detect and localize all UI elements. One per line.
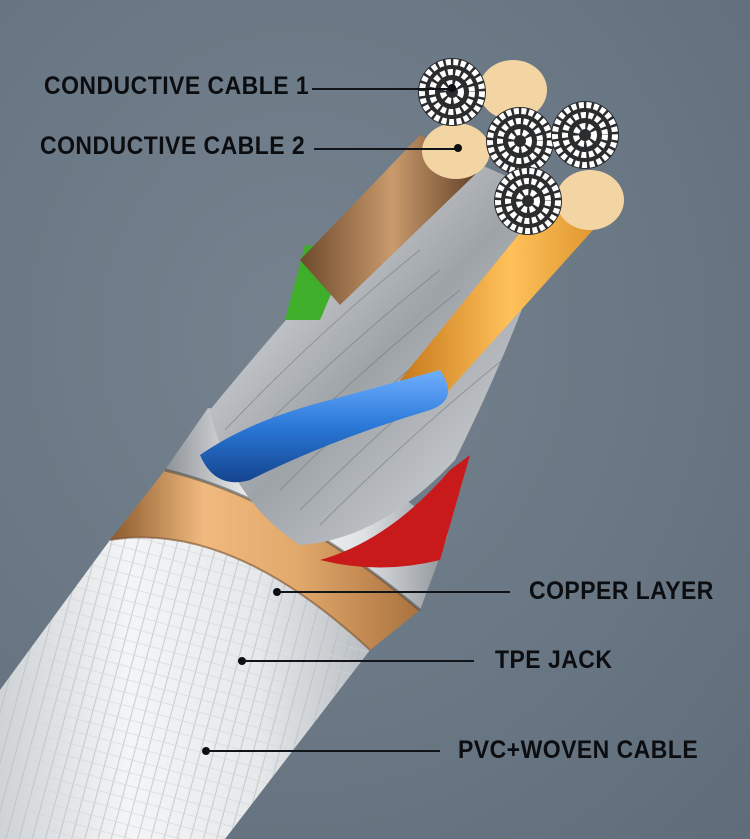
leader-line — [314, 148, 458, 150]
leader-dot — [454, 144, 462, 152]
orange-wire — [400, 190, 620, 400]
strand-end — [486, 107, 554, 175]
strand-end — [551, 101, 619, 169]
leader-dot — [448, 84, 456, 92]
stranded-ends — [418, 58, 619, 235]
label-conductive-cable-2: CONDUCTIVE CABLE 2 — [40, 132, 306, 160]
strand-end — [418, 58, 486, 126]
leader-line — [277, 591, 510, 593]
leader-line — [206, 750, 440, 752]
label-pvc-woven-cable: PVC+WOVEN CABLE — [458, 736, 699, 764]
leader-line — [242, 660, 474, 662]
leader-line — [312, 88, 452, 90]
label-conductive-cable-1: CONDUCTIVE CABLE 1 — [44, 72, 310, 100]
pvc-woven-jacket — [0, 537, 370, 839]
tpe-jack-band — [109, 470, 420, 651]
blue-wire — [200, 370, 448, 483]
conductive-cable-2-wire — [300, 135, 485, 305]
conductor-ends — [422, 60, 624, 230]
strand-end — [494, 167, 562, 235]
red-wire — [320, 455, 470, 568]
copper-core-end — [479, 60, 547, 120]
label-copper-layer: COPPER LAYER — [529, 577, 714, 605]
copper-core-end — [556, 170, 624, 230]
label-tpe-jack: TPE JACK — [495, 646, 613, 674]
